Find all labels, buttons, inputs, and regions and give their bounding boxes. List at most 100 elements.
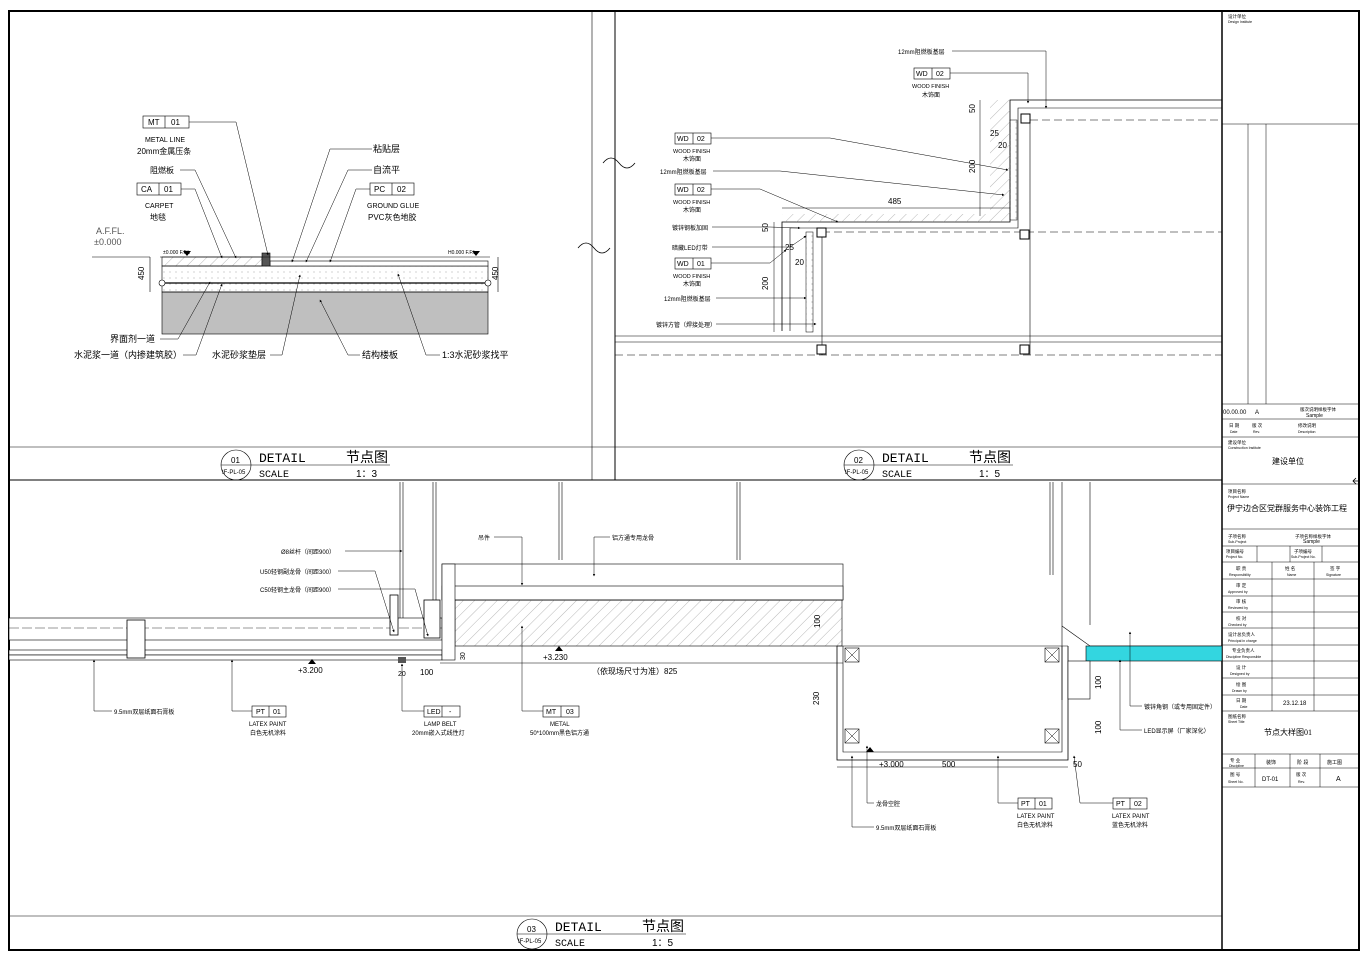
svg-text:Project No.: Project No.	[1226, 555, 1243, 559]
svg-text:（依现场尺寸为准）825: （依现场尺寸为准）825	[592, 666, 678, 676]
svg-text:Approved by: Approved by	[1228, 590, 1248, 594]
svg-text:图纸名称: 图纸名称	[1228, 713, 1246, 720]
svg-text:白色无机涂料: 白色无机涂料	[250, 729, 286, 737]
svg-text:SCALE: SCALE	[259, 470, 289, 481]
svg-text:专业负责人: 专业负责人	[1232, 647, 1255, 654]
svg-text:01: 01	[273, 709, 281, 716]
svg-text:+3.000: +3.000	[879, 760, 904, 769]
svg-text:Reviewed by: Reviewed by	[1228, 606, 1248, 610]
svg-text:GROUND GLUE: GROUND GLUE	[367, 203, 419, 210]
svg-text:1：3: 1：3	[356, 469, 378, 480]
svg-text:Sheet Title: Sheet Title	[1228, 720, 1245, 724]
svg-text:25: 25	[990, 129, 999, 138]
svg-text:12mm阻燃板基层: 12mm阻燃板基层	[660, 168, 707, 176]
svg-text:01: 01	[171, 118, 180, 127]
svg-text:100: 100	[813, 614, 822, 628]
pvc-layer	[269, 260, 489, 267]
svg-text:Sample: Sample	[1306, 413, 1323, 419]
svg-text:SCALE: SCALE	[555, 939, 585, 950]
svg-text:DT-01: DT-01	[1262, 777, 1279, 783]
label-jiegou: 结构楼板	[362, 349, 398, 360]
svg-text:12mm阻燃板基层: 12mm阻燃板基层	[898, 48, 945, 56]
svg-text:Drawn by: Drawn by	[1232, 689, 1247, 693]
svg-text:1：5: 1：5	[652, 938, 674, 949]
svg-text:Principal in charge: Principal in charge	[1228, 639, 1257, 643]
svg-text:节点大样图01: 节点大样图01	[1264, 727, 1312, 737]
svg-text:建设单位: 建设单位	[1228, 439, 1246, 446]
svg-text:项目名称: 项目名称	[1228, 488, 1246, 495]
svg-text:WOOD FINISH: WOOD FINISH	[673, 200, 710, 206]
svg-text:01: 01	[697, 261, 705, 268]
svg-text:施工图: 施工图	[1327, 759, 1342, 766]
svg-text:绘 图: 绘 图	[1236, 681, 1247, 688]
svg-text:PC: PC	[374, 185, 385, 194]
svg-text:龙骨空腔: 龙骨空腔	[876, 800, 900, 808]
tag-wd02-a: WD 02 WOOD FINISH 木饰面	[673, 132, 1009, 171]
svg-text:CARPET: CARPET	[145, 203, 174, 210]
afl-label: A.F.FL.	[96, 226, 125, 236]
structural-slab	[161, 291, 489, 335]
svg-text:WOOD FINISH: WOOD FINISH	[912, 84, 949, 90]
tag-pt01-a: PT 01 LATEX PAINT 白色无机涂料	[230, 659, 287, 737]
svg-text:地毯: 地毯	[150, 212, 166, 222]
svg-text:02: 02	[697, 136, 705, 143]
svg-text:IF-PL-05: IF-PL-05	[518, 939, 542, 945]
svg-text:蓝色无机涂料: 蓝色无机涂料	[1112, 821, 1148, 829]
svg-text:校 对: 校 对	[1236, 615, 1247, 622]
detail-03-title: 03 IF-PL-05 DETAIL 节点图 SCALE 1：5	[516, 918, 686, 950]
svg-text:吊件: 吊件	[478, 534, 490, 542]
svg-text:WD: WD	[916, 71, 928, 78]
svg-text:Construction Institute: Construction Institute	[1228, 446, 1261, 450]
svg-text:设计总负责人: 设计总负责人	[1228, 631, 1255, 638]
svg-text:20mm嵌入式线性灯: 20mm嵌入式线性灯	[412, 729, 465, 737]
svg-text:PT: PT	[1116, 801, 1126, 808]
svg-text:LED显示屏（厂家深化）: LED显示屏（厂家深化）	[1144, 727, 1210, 735]
svg-text:审 定: 审 定	[1236, 582, 1247, 589]
detail-01: A.F.FL. ±0.000 ±0.000 F.F.L H0.000 F.F.L…	[74, 115, 509, 481]
svg-text:设计单位: 设计单位	[1228, 13, 1246, 20]
svg-text:子项名称样板字体: 子项名称样板字体	[1295, 533, 1331, 540]
svg-text:230: 230	[812, 691, 821, 705]
svg-text:Signature: Signature	[1326, 573, 1341, 577]
svg-text:02: 02	[1134, 801, 1142, 808]
break-symbol	[577, 242, 611, 254]
svg-text:100: 100	[420, 668, 434, 677]
svg-text:WD: WD	[677, 136, 689, 143]
svg-text:白色无机涂料: 白色无机涂料	[1017, 821, 1053, 829]
svg-text:METAL LINE: METAL LINE	[145, 137, 185, 144]
svg-text:镀锌角钢（或专用固定件）: 镀锌角钢（或专用固定件）	[1144, 703, 1216, 711]
svg-text:Sub-Project: Sub-Project	[1228, 540, 1246, 544]
svg-text:日 期: 日 期	[1236, 698, 1247, 704]
ffl-left: ±0.000 F.F.L	[163, 250, 190, 256]
svg-text:500: 500	[942, 760, 956, 769]
svg-text:LATEX PAINT: LATEX PAINT	[249, 722, 287, 728]
detail-02-title: 02 IF-PL-05 DETAIL 节点图 SCALE 1：5	[843, 449, 1013, 481]
svg-text:DETAIL: DETAIL	[259, 451, 306, 466]
tag-pt02: PT 02 LATEX PAINT 蓝色无机涂料	[1073, 755, 1150, 829]
svg-text:子项编号: 子项编号	[1294, 548, 1312, 555]
svg-text:200: 200	[761, 276, 770, 290]
svg-text:Name: Name	[1287, 573, 1296, 577]
svg-text:节点图: 节点图	[346, 449, 388, 465]
label-zhaoping: 1:3水泥砂浆找平	[442, 349, 509, 360]
svg-text:12mm阻燃板基层: 12mm阻燃板基层	[664, 295, 711, 303]
svg-text:+3.230: +3.230	[543, 653, 568, 662]
ceiling-box	[836, 646, 1069, 761]
svg-text:DETAIL: DETAIL	[882, 451, 929, 466]
svg-text:WOOD FINISH: WOOD FINISH	[673, 149, 710, 155]
svg-text:设 计: 设 计	[1236, 664, 1247, 671]
svg-text:图 号: 图 号	[1230, 772, 1241, 778]
svg-text:Project Name: Project Name	[1228, 495, 1249, 499]
svg-text:450: 450	[491, 266, 500, 280]
tag-pc02: PC 02 GROUND GLUE PVC灰色地胶	[329, 182, 419, 263]
svg-text:MT: MT	[546, 709, 557, 716]
svg-text:镀锌方管（焊接处理）: 镀锌方管（焊接处理）	[656, 321, 716, 329]
svg-text:50: 50	[1073, 760, 1082, 769]
svg-text:485: 485	[888, 197, 902, 206]
svg-text:SCALE: SCALE	[882, 470, 912, 481]
svg-text:20mm金属压条: 20mm金属压条	[137, 146, 191, 156]
svg-text:1：5: 1：5	[979, 469, 1001, 480]
label-niantie: 粘贴层	[373, 143, 400, 154]
svg-text:50*100mm黑色铝方通: 50*100mm黑色铝方通	[530, 729, 589, 737]
svg-text:00.00.00: 00.00.00	[1223, 410, 1247, 416]
